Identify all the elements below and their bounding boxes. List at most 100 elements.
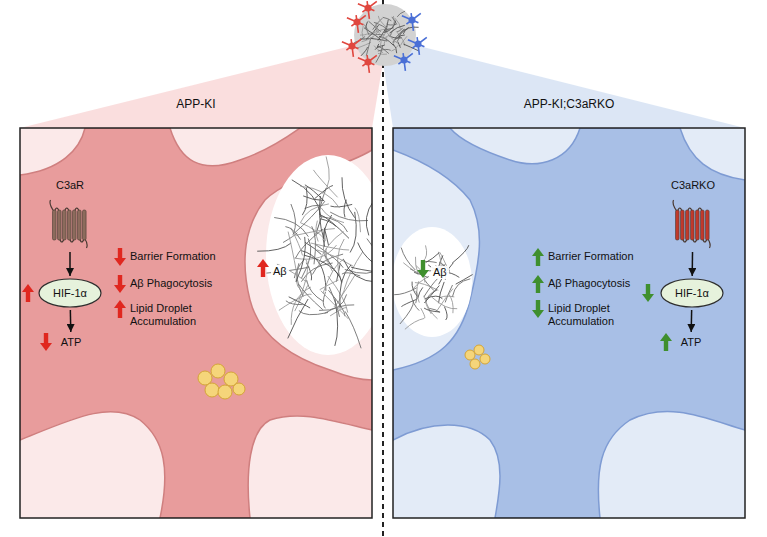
up-arrow: [257, 259, 269, 277]
amyloid-fibril: [312, 226, 316, 264]
panel-title: APP-KI;C3aRKO: [524, 97, 615, 111]
down-arrow: [532, 300, 544, 318]
receptor-helix: [63, 210, 67, 240]
fibril-group: [394, 245, 472, 329]
down-arrow: [417, 260, 429, 278]
amyloid-fibril: [358, 243, 372, 263]
plaque-icon: [342, 1, 427, 73]
down-arrow: [114, 248, 126, 266]
microglia-soma: [354, 19, 361, 26]
amyloid-fibril: [362, 26, 363, 39]
amyloid-fibril: [378, 53, 387, 55]
receptor-helix: [73, 210, 77, 240]
amyloid-fibril: [362, 32, 379, 42]
connector-arrow: [690, 310, 692, 332]
lipid-droplet: [465, 350, 475, 360]
panel-title: APP-KI: [176, 97, 215, 111]
panel-art: [20, 128, 372, 518]
amyloid-fibril: [299, 311, 328, 315]
effect-label: Lipid Droplet Accumulation: [548, 302, 636, 328]
up-arrow: [22, 284, 34, 302]
receptor-helix: [696, 210, 700, 240]
ellipse-outline: [661, 279, 723, 307]
receptor-node: C3aRKO: [662, 178, 724, 250]
metabolite-node: ATP: [676, 334, 706, 350]
amyloid-fibril: [403, 27, 418, 34]
microglia-soma: [365, 59, 372, 66]
receptor-helix: [681, 210, 685, 240]
microglia-process: [347, 15, 366, 33]
plaque-label: Aβ: [431, 266, 449, 279]
amyloid-fibril: [453, 279, 471, 297]
amyloid-fibril: [424, 308, 440, 312]
amyloid-fibril: [313, 170, 337, 197]
label-holder: Barrier Formation: [130, 250, 240, 263]
amyloid-fibril: [383, 17, 392, 21]
plaque-space: [393, 227, 472, 337]
up-arrow: [532, 248, 544, 266]
fibril-group: [257, 157, 372, 349]
amyloid-fibril: [424, 278, 439, 297]
amyloid-fibril: [392, 17, 397, 25]
effect-label: Lipid Droplet Accumulation: [130, 302, 218, 328]
amyloid-fibril: [456, 275, 473, 285]
down-arrow: [642, 284, 654, 302]
amyloid-fibril: [400, 301, 414, 324]
amyloid-fibril: [320, 215, 349, 239]
amyloid-fibril: [418, 287, 423, 298]
amyloid-fibril: [274, 218, 308, 237]
lipid-droplet: [218, 385, 232, 399]
receptor-loops: [50, 200, 87, 248]
panel-frame: [393, 128, 745, 518]
amyloid-fibril: [316, 221, 318, 242]
amyloid-fibril: [329, 287, 339, 317]
amyloid-fibril: [304, 255, 342, 282]
down-arrow: [40, 333, 52, 351]
amyloid-fibril: [391, 45, 398, 51]
lipid-droplet: [211, 364, 225, 378]
amyloid-fibril: [384, 21, 395, 33]
amyloid-fibril: [288, 232, 297, 273]
microglia-soma: [409, 17, 416, 24]
microglia-group: [342, 1, 427, 73]
protein-ellipse: HIF-1α: [38, 278, 102, 308]
amyloid-fibril: [323, 242, 327, 262]
zoom-fan: [383, 45, 745, 128]
effect-label: Aβ Phagocytosis: [130, 277, 240, 290]
microglia-soma: [349, 43, 356, 50]
microglia-process: [342, 39, 361, 57]
effect-label: Barrier Formation: [548, 250, 658, 263]
amyloid-fibril: [307, 280, 324, 302]
microglia-soma: [401, 57, 408, 64]
receptor-helix: [68, 210, 72, 240]
amyloid-fibril: [366, 25, 379, 39]
microglia-cell: [393, 128, 745, 518]
label-holder: Aβ: [271, 261, 289, 279]
amyloid-fibril: [341, 275, 355, 296]
change-arrows: [22, 248, 269, 351]
lipid-droplets: [198, 364, 245, 399]
microglia-process: [358, 55, 377, 73]
amyloid-fibril: [344, 252, 362, 289]
amyloid-fibril: [330, 212, 368, 221]
panel-art: [393, 128, 745, 518]
connector-arrow: [70, 310, 72, 332]
amyloid-fibril: [303, 196, 324, 201]
panel-ground: [393, 128, 745, 518]
lipid-droplet: [474, 345, 484, 355]
plaque-core: [354, 4, 416, 66]
amyloid-fibril: [439, 282, 445, 303]
amyloid-fibril: [378, 16, 389, 30]
receptor-node: C3aR: [48, 178, 92, 250]
node-label: HIF-1α: [38, 278, 102, 308]
panel-heading: APP-KI: [20, 94, 372, 112]
receptor-helix: [686, 210, 690, 240]
amyloid-fibril: [444, 307, 447, 321]
receptor-icon: [662, 198, 724, 250]
lipid-droplet: [480, 354, 490, 364]
lipid-droplet: [233, 383, 245, 395]
amyloid-fibril: [295, 285, 308, 311]
microglia-process: [394, 53, 413, 71]
